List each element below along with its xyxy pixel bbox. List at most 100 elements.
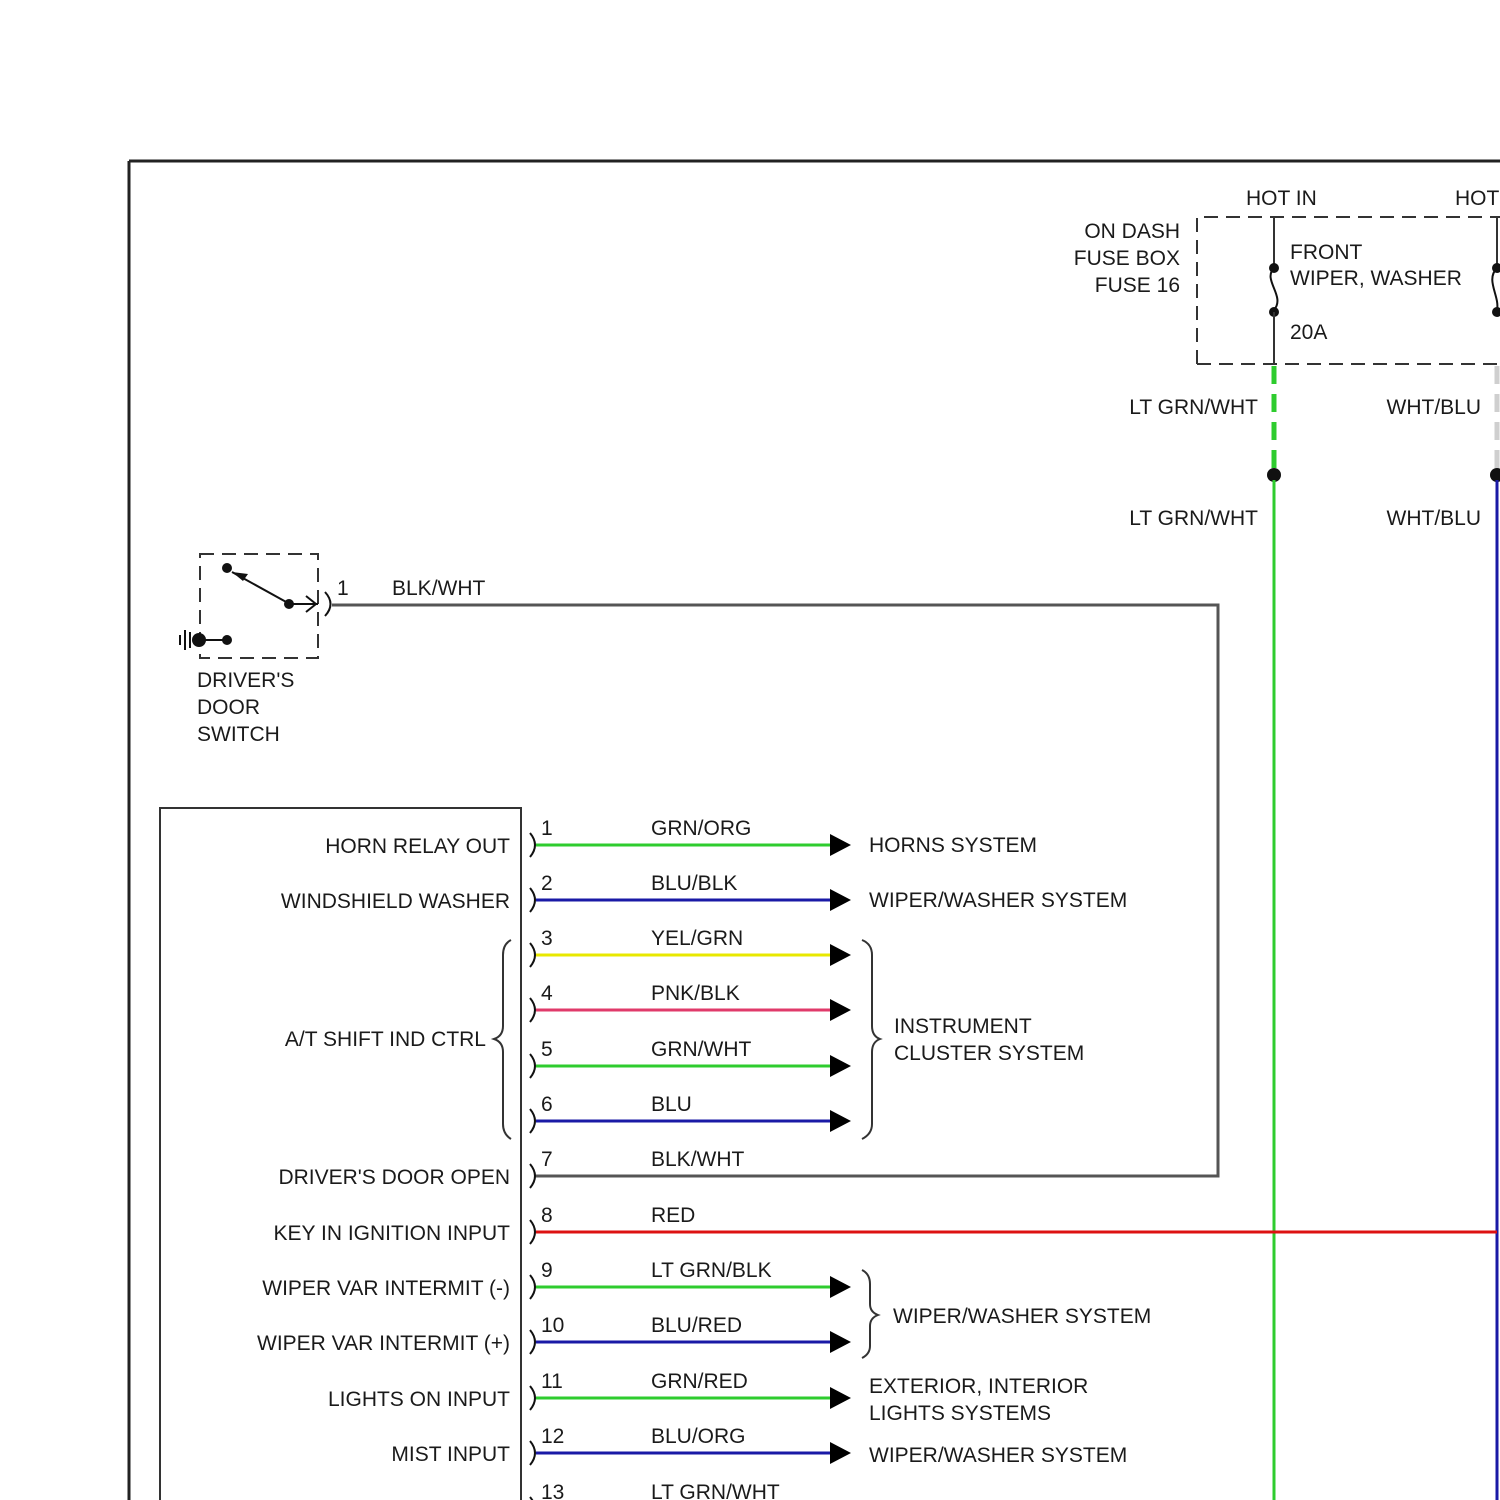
wire-label-left-bottom: LT GRN/WHT <box>1129 507 1258 530</box>
pin-row-11: 11 GRN/RED LIGHTS ON INPUT <box>328 1370 851 1411</box>
wire-label-right-bottom: WHT/BLU <box>1387 507 1482 530</box>
pin-function-label: WINDSHIELD WASHER <box>281 890 510 913</box>
pin-connector-bracket <box>530 1386 535 1410</box>
fuse-location-line-3: FUSE 16 <box>1095 274 1180 297</box>
dest-horns-system: HORNS SYSTEM <box>869 834 1037 857</box>
pin-arrow <box>830 1055 851 1077</box>
switch-contact-bottom <box>222 635 232 645</box>
wiper-washer-brace <box>862 1270 878 1358</box>
pin-connector-bracket <box>530 888 535 912</box>
pin-arrow <box>830 999 851 1021</box>
pin-number: 1 <box>541 817 553 840</box>
pin-number: 8 <box>541 1204 553 1227</box>
pin-function-label: KEY IN IGNITION INPUT <box>274 1222 511 1245</box>
fuse-location-line-1: ON DASH <box>1084 220 1180 243</box>
pin-row-4: 4 PNK/BLK <box>530 982 851 1022</box>
dest-wiper-washer-3: WIPER/WASHER SYSTEM <box>869 1444 1127 1467</box>
dest-wiper-washer-1: WIPER/WASHER SYSTEM <box>869 889 1127 912</box>
pin-arrow <box>830 1110 851 1132</box>
pin-arrow <box>830 1387 851 1409</box>
pin-wire-label: RED <box>651 1204 695 1227</box>
switch-label-line-3: SWITCH <box>197 723 280 746</box>
pin-wire-label: GRN/WHT <box>651 1038 751 1061</box>
fuse-box-outline <box>1197 217 1500 364</box>
pin-number: 2 <box>541 872 553 895</box>
pin-wire-label: GRN/RED <box>651 1370 748 1393</box>
pin-function-label: WIPER VAR INTERMIT (+) <box>257 1332 510 1355</box>
pin-number: 11 <box>541 1370 563 1393</box>
dest-instrument-line-2: CLUSTER SYSTEM <box>894 1042 1084 1065</box>
pin-wire-label: BLU/RED <box>651 1314 742 1337</box>
fuse-rating: 20A <box>1290 321 1327 344</box>
dest-instrument-line-1: INSTRUMENT <box>894 1015 1032 1038</box>
dest-wiper-washer-2: WIPER/WASHER SYSTEM <box>893 1305 1151 1328</box>
pin-row-13: 13 LT GRN/WHT <box>530 1481 830 1500</box>
fuse-box: HOT IN HOT ON DASH FUSE BOX FUSE 16 FRON… <box>1074 187 1500 364</box>
fuse-name-line-1: FRONT <box>1290 241 1362 264</box>
splice-left <box>1267 468 1281 482</box>
pin-connector-bracket <box>530 1441 535 1465</box>
fuse-name-line-2: WIPER, WASHER <box>1290 267 1462 290</box>
pin-function-label: HORN RELAY OUT <box>325 835 510 858</box>
pin-number: 5 <box>541 1038 553 1061</box>
pin-row-9: 9 LT GRN/BLK WIPER VAR INTERMIT (-) <box>262 1259 851 1300</box>
drivers-door-switch: 1 BLK/WHT DRIVER'S DOOR SWITCH <box>180 554 486 746</box>
pin-number: 3 <box>541 927 553 950</box>
pin-wire-label: PNK/BLK <box>651 982 740 1005</box>
switch-contact-top <box>222 563 232 573</box>
at-shift-brace <box>494 940 511 1139</box>
switch-label-line-2: DOOR <box>197 696 260 719</box>
pin-arrow <box>830 944 851 966</box>
pin-wire-label: BLK/WHT <box>651 1148 745 1171</box>
pin-connector-bracket <box>530 1330 535 1354</box>
switch-label-line-1: DRIVER'S <box>197 669 294 692</box>
switch-connector-bracket <box>325 592 331 616</box>
pin-arrow <box>830 1442 851 1464</box>
switch-wire-label: BLK/WHT <box>392 577 486 600</box>
pin-number: 13 <box>541 1481 564 1500</box>
pin-wire-label: LT GRN/BLK <box>651 1259 772 1282</box>
pin-row-12: 12 BLU/ORG MIST INPUT <box>391 1425 851 1466</box>
pin-arrow <box>830 1331 851 1353</box>
pin-row-10: 10 BLU/RED WIPER VAR INTERMIT (+) <box>257 1314 851 1355</box>
pin-row-5: 5 GRN/WHT <box>530 1038 851 1078</box>
pin-wire-label: BLU <box>651 1093 692 1116</box>
pin-row-6: 6 BLU <box>530 1093 851 1133</box>
instrument-brace <box>862 940 880 1139</box>
pin-connector-bracket <box>530 998 535 1022</box>
pin-connector-bracket <box>530 1054 535 1078</box>
pin-number: 12 <box>541 1425 564 1448</box>
pin-connector-bracket <box>530 833 535 857</box>
pin-number: 9 <box>541 1259 553 1282</box>
pin-wire-label: LT GRN/WHT <box>651 1481 780 1500</box>
pin-function-label: LIGHTS ON INPUT <box>328 1388 510 1411</box>
wire-label-right-top: WHT/BLU <box>1387 396 1482 419</box>
hot-in-label-1: HOT IN <box>1246 187 1317 210</box>
pin-number: 10 <box>541 1314 564 1337</box>
pin-connector-bracket <box>530 943 535 967</box>
pin-row-8: 8 RED KEY IN IGNITION INPUT <box>274 1204 1497 1245</box>
pin-number: 6 <box>541 1093 553 1116</box>
fuse-location-line-2: FUSE BOX <box>1074 247 1180 270</box>
pin-row-3: 3 YEL/GRN <box>530 927 851 967</box>
pin-wire-label: YEL/GRN <box>651 927 743 950</box>
switch-pin-number: 1 <box>337 577 349 600</box>
pin-connector-bracket <box>530 1275 535 1299</box>
pin-number: 4 <box>541 982 553 1005</box>
at-shift-label: A/T SHIFT IND CTRL <box>285 1028 486 1051</box>
hot-in-label-2: HOT <box>1455 187 1500 210</box>
pin-function-label: MIST INPUT <box>391 1443 510 1466</box>
wire-label-left-top: LT GRN/WHT <box>1129 396 1258 419</box>
pin-function-label: WIPER VAR INTERMIT (-) <box>262 1277 510 1300</box>
pin-number: 7 <box>541 1148 553 1171</box>
fuse2-terminal-bottom <box>1492 307 1500 317</box>
pin-wire-label: BLU/ORG <box>651 1425 746 1448</box>
fuse2-element <box>1492 268 1497 310</box>
pin-arrow <box>830 834 851 856</box>
fuse-element <box>1271 268 1278 310</box>
dest-lights-line-2: LIGHTS SYSTEMS <box>869 1402 1051 1425</box>
